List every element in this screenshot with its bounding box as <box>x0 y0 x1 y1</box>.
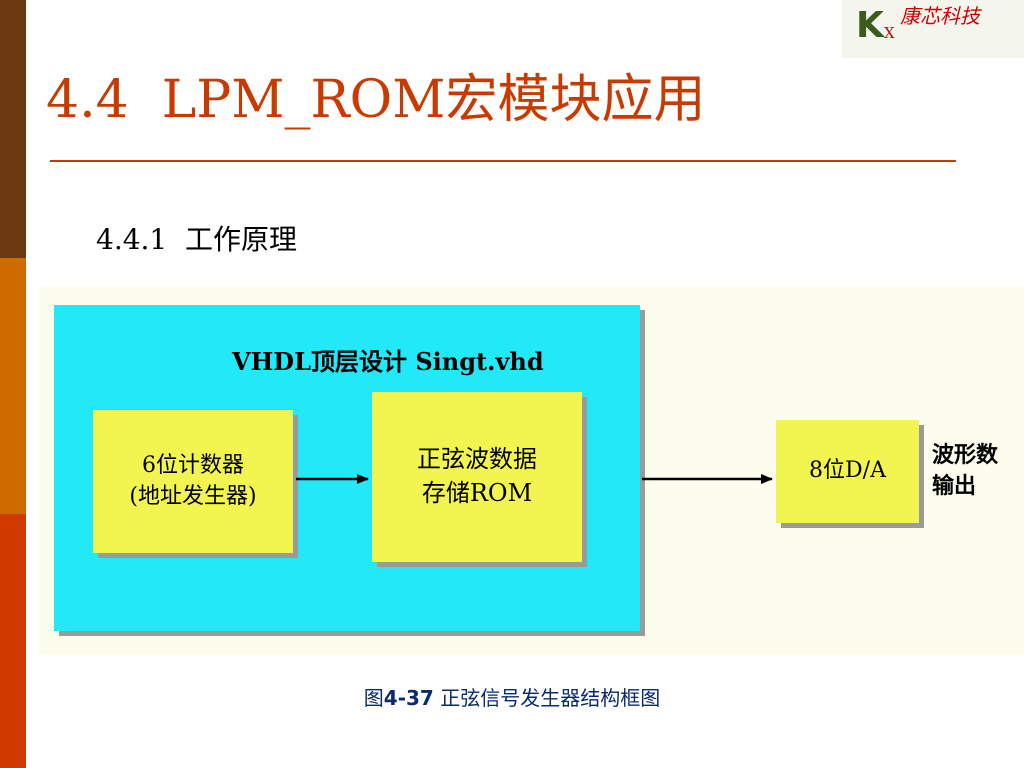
logo-text: 康芯科技 <box>900 4 980 28</box>
counter-block: 6位计数器 (地址发生器) <box>93 410 293 553</box>
company-logo: K X 康芯科技 <box>842 0 1024 58</box>
slide-title: 4.4 LPM_ROM宏模块应用 <box>46 70 706 130</box>
caption-prefix: 图 <box>363 686 384 710</box>
waveform-output-label: 波形数 输出 <box>932 442 999 499</box>
left-decoration-bar <box>0 0 26 768</box>
section-heading: 4.4.1 工作原理 <box>96 223 298 256</box>
left-bar-segment-red <box>0 514 26 768</box>
rom-block: 正弦波数据 存储ROM <box>372 392 582 562</box>
left-bar-segment-brown <box>0 0 26 258</box>
logo-letter: K <box>856 5 884 46</box>
figure-caption: 图4-37 正弦信号发生器结构框图 <box>0 682 1024 711</box>
left-bar-segment-orange <box>0 258 26 514</box>
caption-number: 4-37 <box>383 686 434 710</box>
logo-sub-letter: X <box>884 24 895 42</box>
da-converter-block: 8位D/A <box>776 420 919 523</box>
caption-text: 正弦信号发生器结构框图 <box>433 686 661 710</box>
title-divider <box>50 160 956 162</box>
vhdl-top-level-label: VHDL顶层设计 Singt.vhd <box>232 347 544 376</box>
